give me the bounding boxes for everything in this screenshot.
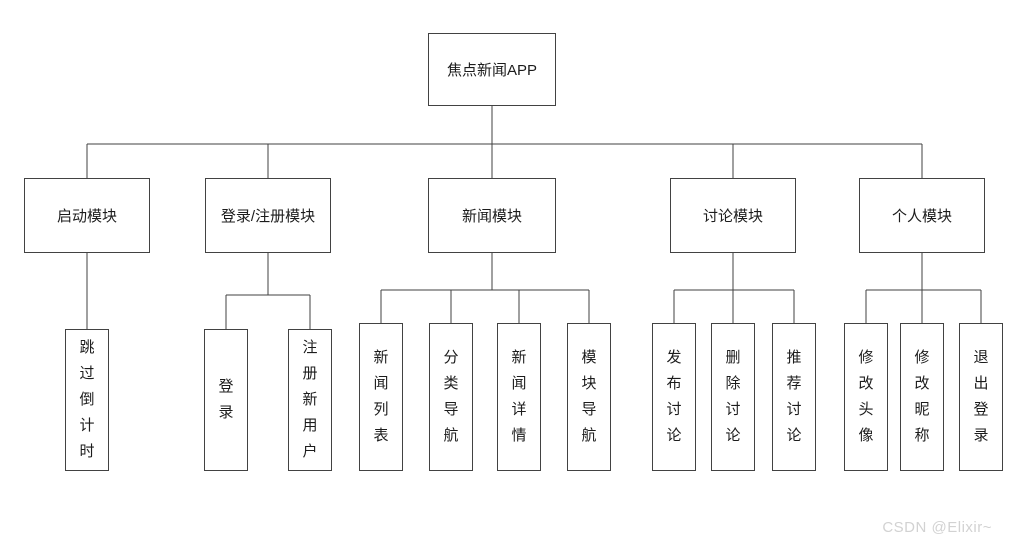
node-label: 登录/注册模块 [220,208,316,225]
node-label: 发布讨论 [666,349,682,444]
leaf-delete-discussion: 删除讨论 [711,323,755,471]
node-label: 新闻详情 [511,349,527,444]
leaf-category-nav: 分类导航 [429,323,473,471]
watermark: CSDN @Elixir~ [882,519,992,536]
node-module-news: 新闻模块 [428,178,556,253]
leaf-skip-countdown: 跳过倒计时 [65,329,109,471]
leaf-news-detail: 新闻详情 [497,323,541,471]
node-label: 启动模块 [56,208,117,225]
leaf-recommend-discussion: 推荐讨论 [772,323,816,471]
node-module-login-register: 登录/注册模块 [205,178,331,253]
node-label: 注册新用户 [302,339,318,460]
node-label: 跳过倒计时 [79,339,95,460]
node-module-personal: 个人模块 [859,178,985,253]
node-label: 新闻列表 [373,349,389,444]
node-label: 新闻模块 [461,208,522,225]
node-label: 个人模块 [891,208,952,225]
leaf-news-list: 新闻列表 [359,323,403,471]
node-label: 焦点新闻APP [446,62,537,79]
leaf-register-new-user: 注册新用户 [288,329,332,471]
leaf-publish-discussion: 发布讨论 [652,323,696,471]
node-label: 模块导航 [581,349,597,444]
leaf-change-nickname: 修改昵称 [900,323,944,471]
node-label: 登录 [218,378,234,421]
node-app-root: 焦点新闻APP [428,33,556,106]
node-label: 修改昵称 [914,349,930,444]
leaf-logout: 退出登录 [959,323,1003,471]
node-label: 推荐讨论 [786,349,802,444]
leaf-change-avatar: 修改头像 [844,323,888,471]
leaf-module-nav: 模块导航 [567,323,611,471]
node-label: 退出登录 [973,349,989,444]
node-label: 分类导航 [443,349,459,444]
leaf-login: 登录 [204,329,248,471]
node-module-discussion: 讨论模块 [670,178,796,253]
node-label: 修改头像 [858,349,874,444]
node-label: 删除讨论 [725,349,741,444]
node-label: 讨论模块 [702,208,763,225]
node-module-launch: 启动模块 [24,178,150,253]
